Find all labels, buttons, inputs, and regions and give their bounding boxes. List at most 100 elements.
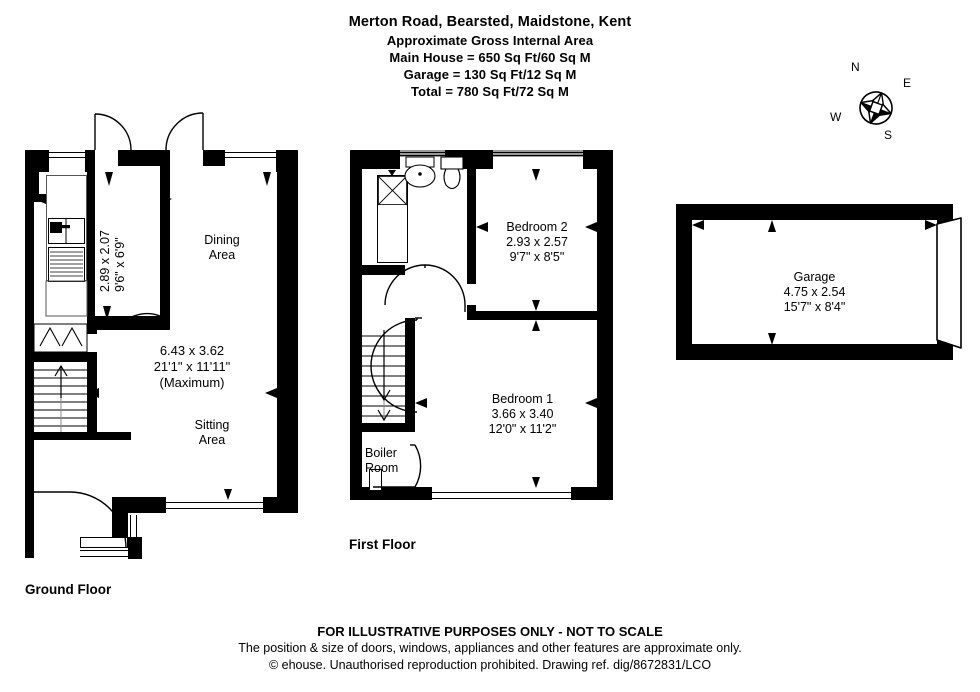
gf-living-metric: 6.43 x 3.62 <box>159 343 225 358</box>
header-garage: Garage = 130 Sq Ft/12 Sq M <box>403 67 577 82</box>
header-subtitle: Approximate Gross Internal Area <box>386 33 594 48</box>
ff-wall-bottom-left <box>350 487 432 500</box>
garage-wall-right-bottom <box>937 336 953 360</box>
header-block: Merton Road, Bearsted, Maidstone, Kent A… <box>0 13 980 100</box>
footer-block: FOR ILLUSTRATIVE PURPOSES ONLY - NOT TO … <box>0 623 980 674</box>
gf-wall-porch-bottom-right <box>128 537 142 559</box>
ff-marker-bed1-bottom <box>532 477 540 488</box>
ff-wall-bathroom-right <box>467 159 476 284</box>
gf-window-porch-front <box>80 548 128 558</box>
ff-marker-bed1-top <box>532 320 540 331</box>
gf-wall-bottom-step <box>112 497 128 537</box>
ff-bedroom2-imperial: 9'7" x 8'5" <box>509 250 565 264</box>
gf-dining-line2: Area <box>208 248 236 262</box>
gf-marker-dining-top <box>263 172 271 186</box>
gf-porch-step <box>80 537 128 548</box>
ff-wall-right <box>597 150 613 500</box>
gf-kitchen-dimension-group: 2.89 x 2.07 <box>98 230 113 292</box>
footer-copyright: © ehouse. Unauthorised reproduction proh… <box>268 658 712 672</box>
gf-marker-sitting-bottom <box>224 489 232 500</box>
compass-label-north: N <box>851 60 860 74</box>
ff-boiler-unit <box>369 469 382 491</box>
header-total: Total = 780 Sq Ft/72 Sq M <box>411 84 569 99</box>
gf-wall-kitchen-right <box>87 159 95 324</box>
compass-label-east: E <box>903 76 912 90</box>
ff-wall-bottom-right <box>571 487 613 500</box>
gf-dining-line1: Dining <box>204 233 240 247</box>
gf-wall-left-main <box>25 194 34 514</box>
footer-disclaimer: FOR ILLUSTRATIVE PURPOSES ONLY - NOT TO … <box>317 624 663 639</box>
gf-wall-nib-left <box>34 194 46 202</box>
ff-window-bathroom-top <box>400 150 445 157</box>
ff-bedroom1-label: Bedroom 1 3.66 x 3.40 12'0" x 11'2" <box>455 392 590 437</box>
ff-marker-landing <box>415 398 427 408</box>
ff-boiler-line2: Room <box>365 461 399 475</box>
ff-bedroom1-name: Bedroom 1 <box>491 392 554 406</box>
ff-bedroom1-metric: 3.66 x 3.40 <box>491 407 554 421</box>
gf-wall-stair-right <box>87 352 97 438</box>
compass-label-south: S <box>884 128 893 142</box>
gf-marker-hall <box>105 172 113 186</box>
ff-wall-boiler-top <box>362 423 415 432</box>
first-floor-label: First Floor <box>349 537 416 552</box>
garage-imperial: 15'7" x 8'4" <box>783 300 846 314</box>
ff-door-bedroom2 <box>424 265 426 268</box>
gf-window-kitchen-top <box>49 150 85 159</box>
gf-wall-top-seg3 <box>118 150 170 166</box>
gf-dining-label: Dining Area <box>178 233 266 263</box>
garage-label: Garage 4.75 x 2.54 15'7" x 8'4" <box>752 270 877 315</box>
garage-marker-left <box>692 220 704 230</box>
garage-wall-top <box>676 204 953 220</box>
ff-door-landing-center <box>370 318 418 413</box>
ff-boiler-label: Boiler Room <box>365 446 417 476</box>
gf-sitting-label: Sitting Area <box>168 418 256 448</box>
gf-wall-stair-bottom <box>34 432 131 440</box>
header-main-house: Main House = 650 Sq Ft/60 Sq M <box>389 50 591 65</box>
gf-living-note: (Maximum) <box>159 375 225 390</box>
gf-wall-hall-right <box>160 159 170 319</box>
ff-marker-bed2-bottom <box>532 300 540 311</box>
ff-bedroom2-name: Bedroom 2 <box>506 220 568 234</box>
gf-wall-bottom-right <box>263 497 298 513</box>
gf-window-porch-side <box>128 515 138 537</box>
ff-wall-stair-top <box>405 318 415 328</box>
ff-door-bedroom1 <box>415 317 422 319</box>
gf-wall-stair-top <box>34 352 95 362</box>
gf-door-dining <box>165 112 204 151</box>
ff-wall-stair-right <box>405 318 415 431</box>
ground-floor-label: Ground Floor <box>25 582 112 597</box>
ff-boiler-line1: Boiler <box>365 446 397 460</box>
gf-stair-up-arrow <box>54 364 68 398</box>
footer-approx: The position & size of doors, windows, a… <box>238 641 742 655</box>
garage-name: Garage <box>793 270 836 284</box>
garage-metric: 4.75 x 2.54 <box>783 285 846 299</box>
gf-living-dimensions: 6.43 x 3.62 21'1" x 11'11" (Maximum) <box>116 343 268 391</box>
gf-sitting-line1: Sitting <box>194 418 230 432</box>
gf-kitchen-metric: 2.89 x 2.07 <box>98 230 112 292</box>
gf-kitchen-dimension-imperial-wrap: 9'6" x 6'9" <box>113 237 128 292</box>
ff-wall-bathroom-bottom <box>362 265 405 275</box>
gf-kitchen-hob <box>48 247 85 282</box>
gf-window-sitting-bottom <box>166 500 263 510</box>
gf-kitchen-imperial: 9'6" x 6'9" <box>113 237 127 292</box>
garage-marker-top <box>768 220 776 232</box>
garage-wall-left <box>676 204 692 360</box>
ff-bedroom2-metric: 2.93 x 2.57 <box>506 235 568 249</box>
gf-wall-hall-bottom <box>95 316 170 330</box>
gf-sitting-line2: Area <box>198 433 226 447</box>
garage-marker-right <box>925 220 937 230</box>
gf-kitchen-sink <box>48 218 85 244</box>
gf-door-kitchen <box>94 113 132 151</box>
gf-wall-kitchen-bottom <box>87 316 97 334</box>
gf-wall-left-upper <box>25 150 39 194</box>
ff-stair-down-arrows <box>377 330 391 422</box>
compass-label-west: W <box>830 110 842 124</box>
gf-wall-left-lower <box>25 480 34 558</box>
ff-window-bedroom2-top <box>493 150 583 157</box>
ff-wall-left <box>350 150 362 500</box>
garage-wall-right-top <box>937 204 953 228</box>
ff-bath <box>377 175 408 263</box>
ff-bedroom1-imperial: 12'0" x 11'2" <box>488 422 557 436</box>
ff-wall-bed1-top <box>467 311 597 320</box>
